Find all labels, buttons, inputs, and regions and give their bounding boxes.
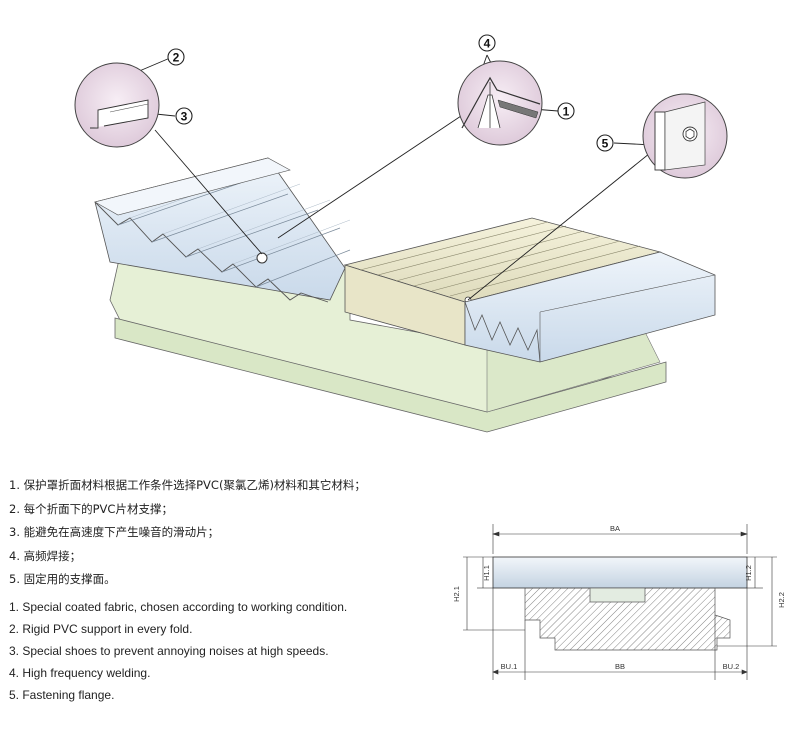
note-zh-item: 2. 每个折面下的PVC片材支撑； [9, 501, 173, 516]
callout-number-5: 5 [596, 134, 614, 152]
dimension-ba [492, 524, 748, 554]
dimension-bottom-widths [492, 588, 748, 680]
callout-bubble-fold-detail [74, 62, 160, 148]
svg-text:3: 3 [181, 110, 188, 124]
svg-text:1: 1 [563, 105, 570, 119]
dimension-left-heights [463, 556, 525, 631]
callout-bubble-flange-detail [642, 93, 728, 179]
cover-plate [492, 556, 748, 589]
callout-number-4: 4 [478, 34, 496, 52]
dimension-h1-left: H1.1 [482, 565, 491, 581]
notes-english: 1. Special coated fabric, chosen accordi… [9, 596, 347, 706]
note-en-item: 4. High frequency welding. [9, 666, 151, 680]
callout-number-3: 3 [175, 107, 193, 125]
note-zh-item: 5. 固定用的支撑面。 [9, 572, 116, 587]
notes-chinese: 1. 保护罩折面材料根据工作条件选择PVC(聚氯乙烯)材料和其它材料； 2. 每… [9, 474, 366, 592]
dimension-h2-right: H2.2 [777, 592, 786, 608]
dimension-ba-label: BA [610, 524, 620, 533]
dimension-h1-right: H1.2 [744, 565, 753, 581]
bellows-cover-illustration: 2 3 4 1 5 [74, 34, 728, 433]
dimension-bb: BB [615, 662, 625, 671]
callout-bubble-welding-detail [457, 60, 543, 146]
callout-number-1: 1 [557, 102, 575, 120]
dimension-h2-left: H2.1 [452, 586, 461, 602]
svg-text:2: 2 [173, 51, 180, 65]
dimension-bu2: BU.2 [723, 662, 740, 671]
note-en-item: 1. Special coated fabric, chosen accordi… [9, 600, 348, 614]
dimension-bu1: BU.1 [501, 662, 518, 671]
note-en-item: 3. Special shoes to prevent annoying noi… [9, 644, 329, 658]
left-bellows-folds [94, 157, 351, 303]
svg-text:5: 5 [602, 137, 609, 151]
dimension-drawing: BA H1.1 H2.1 H1.2 H2.2 BU.1 BB BU.2 [452, 524, 786, 680]
machine-section [524, 587, 731, 651]
note-zh-item: 3. 能避免在高速度下产生噪音的滑动片； [9, 525, 220, 540]
note-en-item: 2. Rigid PVC support in every fold. [9, 622, 193, 636]
callout-number-2: 2 [167, 48, 185, 66]
right-bellows-folds [464, 251, 716, 363]
svg-text:4: 4 [484, 37, 491, 51]
note-zh-item: 1. 保护罩折面材料根据工作条件选择PVC(聚氯乙烯)材料和其它材料； [9, 478, 366, 492]
note-zh-item: 4. 高频焊接； [9, 548, 82, 563]
middle-bellows-compressed [343, 217, 662, 346]
note-en-item: 5. Fastening flange. [9, 688, 115, 702]
